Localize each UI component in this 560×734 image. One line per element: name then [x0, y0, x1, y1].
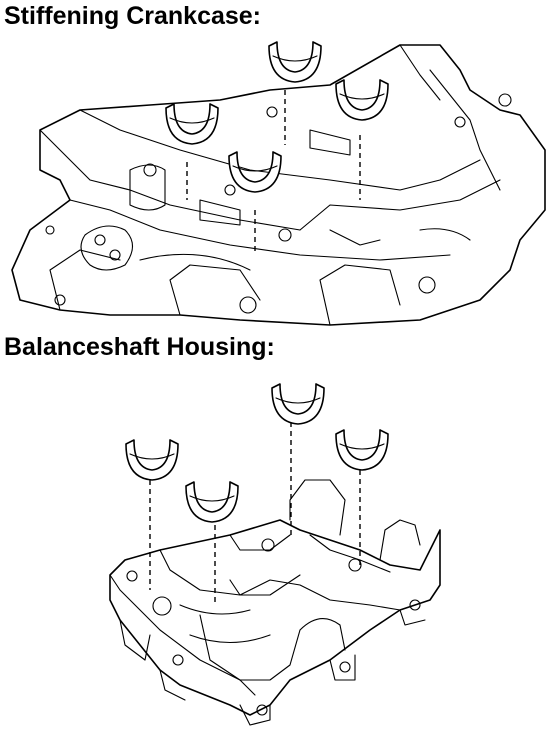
bearing-shell-icon — [335, 429, 389, 471]
bearing-shell-icon — [271, 383, 325, 425]
bearing-shell-icon — [165, 103, 219, 145]
stiffening-crankcase-title: Stiffening Crankcase: — [4, 2, 262, 30]
bearing-shell-icon — [228, 151, 282, 193]
bearing-shell-icon — [335, 79, 389, 121]
bearing-shell-icon — [125, 439, 179, 481]
balanceshaft-housing-illustration — [109, 383, 441, 726]
stiffening-crankcase-illustration — [11, 41, 546, 326]
bearing-shell-icon — [185, 481, 239, 523]
balanceshaft-housing-title: Balanceshaft Housing: — [4, 333, 275, 361]
bearing-shell-icon — [268, 41, 322, 83]
